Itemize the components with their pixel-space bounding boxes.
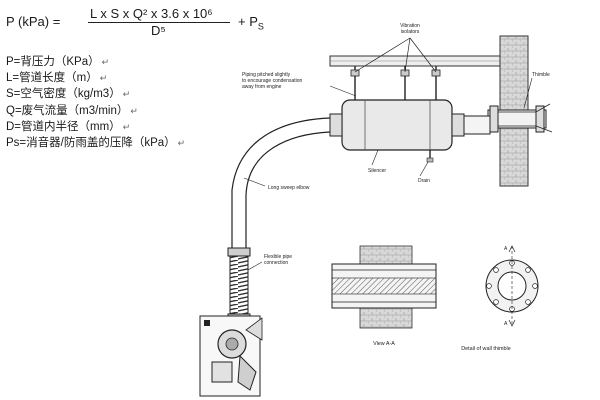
return-glyph: ↵ [122,89,131,100]
label-section-a-top: A [504,246,508,252]
legend-line: P=背压力（KPa）↵ [6,54,236,70]
label-vibration-isolators-1: Vibration [400,23,420,29]
label-piping-pitched-2: to encourage condensation [242,78,303,84]
wall-thimble [487,35,553,187]
legend-line: L=管道长度（m）↵ [6,70,236,86]
label-drain: Drain [418,178,430,184]
formula-plus: + P [238,14,258,29]
leader-lines [243,77,533,271]
view-aa-section [331,245,437,329]
backpressure-formula: P (kPa) = L x S x Q² x 3.6 x 10⁶ D⁵ + PS [6,6,306,46]
legend-line: Ps=消音器/防雨盖的压降（kPa）↵ [6,135,236,151]
label-vibration-isolators-2: isolators [401,29,420,35]
label-thimble: Thimble [532,72,550,78]
ceiling-beam [329,55,501,67]
return-glyph: ↵ [130,105,138,116]
legend-line: S=空气密度（kg/m3）↵ [6,86,236,102]
label-piping-pitched-1: Piping pitched slightly [242,72,291,78]
label-long-sweep-elbow: Long sweep elbow [268,185,310,191]
label-section-a-bottom: A [504,321,508,327]
return-glyph: ↵ [101,57,110,67]
formula-plus-term: + PS [238,14,264,32]
formula-plus-sub: S [257,21,264,32]
formula-denominator: D⁵ [151,23,166,38]
silencer [329,99,491,163]
return-glyph: ↵ [177,138,186,149]
legend-line: Q=废气流量（m3/min）↵ [6,103,236,119]
label-flexible-pipe-2: connection [264,260,288,266]
engine-connection [199,315,263,397]
legend-text: Q=废气流量（m3/min） [6,104,129,117]
return-glyph: ↵ [99,73,108,84]
legend-text: L=管道长度（m） [6,72,98,85]
legend-text: S=空气密度（kg/m3） [6,88,121,101]
legend-text: D=管道内半径（mm） [6,120,121,133]
legend-line: D=管道内半径（mm）↵ [6,119,236,135]
wall-thimble-detail [485,245,539,327]
formula-lhs: P (kPa) = [6,14,61,29]
vibration-isolators [350,37,441,100]
label-silencer: Silencer [368,168,386,174]
label-flexible-pipe-1: Flexible pipe [264,254,292,260]
caption-view-aa: View A-A [373,341,395,347]
caption-detail-wall-thimble: Detail of wall thimble [461,346,510,352]
variable-legend: P=背压力（KPa）↵L=管道长度（m）↵S=空气密度（kg/m3）↵Q=废气流… [6,54,236,151]
label-piping-pitched-3: away from engine [242,84,282,90]
fraction-bar [88,22,230,23]
return-glyph: ↵ [122,121,131,132]
legend-text: P=背压力（KPa） [6,56,100,68]
flexible-pipe [227,247,251,323]
legend-text: Ps=消音器/防雨盖的压降（kPa） [6,137,176,150]
formula-numerator: L x S x Q² x 3.6 x 10⁶ [90,6,213,21]
exhaust-elbow [231,117,331,248]
